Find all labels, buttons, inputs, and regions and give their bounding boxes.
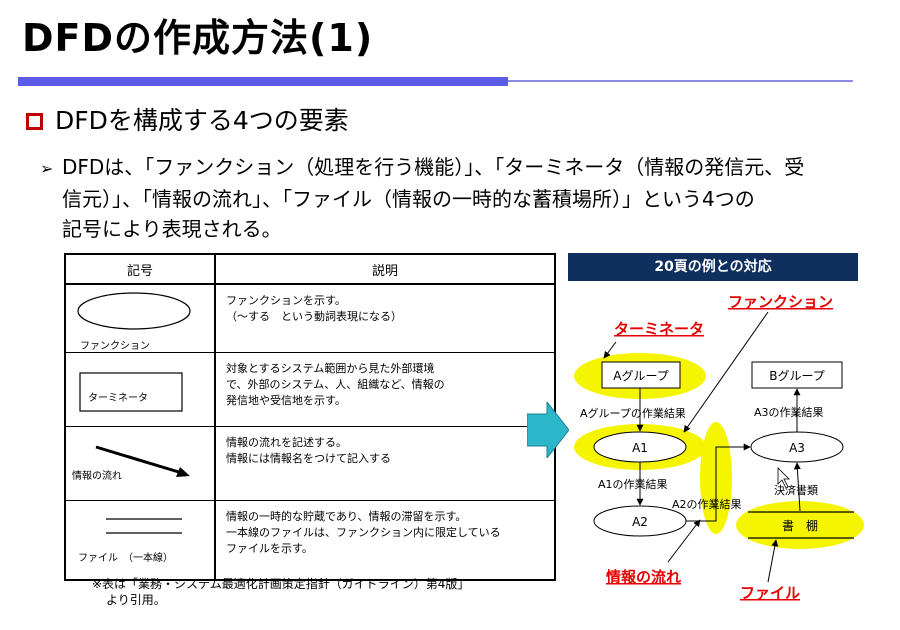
file-shelf-label: 書 棚	[782, 518, 818, 533]
terminator-group-a-label: Aグループ	[613, 369, 669, 383]
column-header-symbol: 記号	[64, 253, 216, 285]
square-bullet-icon	[26, 112, 43, 130]
flow-label-a2: A2の作業結果	[672, 497, 742, 511]
block-arrow-icon	[527, 402, 569, 458]
description-line: ファンクションを示す。	[226, 294, 346, 307]
column-header-description: 説明	[214, 253, 556, 285]
source-note-line-1: ※表は「業務・システム最適化計画策定指針（ガイドライン）第4版」	[92, 577, 470, 591]
callout-flow: 情報の流れ	[606, 568, 681, 586]
terminator-group-a	[601, 361, 681, 389]
ellipse-symbol-icon	[77, 292, 191, 330]
title-underline-thick	[18, 77, 508, 86]
symbol-cell-flow: 情報の流れ	[64, 425, 216, 501]
table-header-row: 記号 説明	[64, 253, 556, 285]
function-a3-label: A3	[789, 441, 805, 455]
bullet-line-3: 記号により表現される。	[62, 217, 282, 241]
file-lines-symbol-icon	[106, 517, 182, 534]
description-cell: 情報の流れを記述する。 情報には情報名をつけて記入する	[214, 425, 556, 501]
table-row: 情報の流れ 情報の流れを記述する。 情報には情報名をつけて記入する	[64, 425, 556, 501]
source-note-line-2: より引用。	[106, 593, 166, 607]
description-cell: 情報の一時的な貯蔵であり、情報の滞留を示す。 一本線のファイルは、ファンクション…	[214, 499, 556, 581]
section-heading: DFDを構成する4つの要素	[26, 104, 349, 138]
description-line: 情報には情報名をつけて記入する	[226, 451, 391, 465]
symbol-label: ターミネータ	[88, 392, 148, 404]
function-a1-label: A1	[632, 441, 648, 455]
arrow-bullet-icon: ➢	[40, 159, 54, 178]
function-a2-label: A2	[632, 515, 648, 529]
callout-terminator: ターミネータ	[614, 320, 704, 338]
title-underline-thin	[508, 80, 853, 82]
slide-title: DFDの作成方法(1)	[22, 16, 374, 60]
symbol-label: 情報の流れ	[72, 470, 122, 482]
bullet-paragraph: ➢ DFDは、「ファンクション（処理を行う機能）」、「ターミネータ（情報の発信元、…	[40, 152, 850, 244]
description-line: 発信地や受信地を示す。	[226, 393, 346, 407]
description-line: 情報の一時的な貯蔵であり、情報の滞留を示す。	[226, 509, 467, 523]
symbol-cell-function: ファンクション	[64, 283, 216, 353]
table-row: ファンクション ファンクションを示す。 （～する という動詞表現になる）	[64, 283, 556, 353]
description-line: 対象とするシステム範囲から見た外部環境	[226, 361, 435, 375]
description-line: （～する という動詞表現になる）	[226, 310, 402, 323]
table-row: ファイル （一本線） 情報の一時的な貯蔵であり、情報の滞留を示す。 一本線のファ…	[64, 499, 556, 581]
flow-label-a1: A1の作業結果	[598, 477, 668, 491]
flow-label-group-a: Aグループの作業結果	[580, 406, 686, 420]
callout-file: ファイル	[740, 584, 800, 602]
description-line: 一本線のファイルは、ファンクション内に限定している	[226, 525, 501, 539]
section-heading-text: DFDを構成する4つの要素	[55, 106, 349, 135]
symbol-cell-terminator: ターミネータ	[64, 351, 216, 427]
arrow-symbol-icon	[95, 445, 190, 477]
description-line: ファイルを示す。	[226, 541, 313, 555]
symbol-cell-file: ファイル （一本線）	[64, 499, 216, 581]
description-cell: 対象とするシステム範囲から見た外部環境 で、外部のシステム、人、組織など、情報の…	[214, 351, 556, 427]
flow-label-approval-docs: 決済書類	[774, 483, 818, 497]
symbol-label: ファイル （一本線）	[78, 552, 173, 564]
bullet-line-1: DFDは、「ファンクション（処理を行う機能）」、「ターミネータ（情報の発信元、受	[62, 155, 805, 179]
dfd-example-diagram: ファンクション ターミネータ 情報の流れ ファイル Aグループ Bグループ A1…	[574, 293, 864, 602]
description-line: で、外部のシステム、人、組織など、情報の	[226, 377, 445, 391]
callout-function: ファンクション	[728, 293, 833, 311]
diagram-header: 20頁の例との対応	[568, 253, 858, 281]
rectangle-symbol-icon	[79, 371, 183, 412]
highlight-file	[736, 501, 864, 549]
description-cell: ファンクションを示す。 （～する という動詞表現になる）	[214, 283, 556, 353]
description-line: 情報の流れを記述する。	[226, 435, 347, 449]
mouse-cursor-icon	[777, 467, 790, 489]
flow-label-a3: A3の作業結果	[754, 405, 824, 419]
table-row: ターミネータ 対象とするシステム範囲から見た外部環境 で、外部のシステム、人、組…	[64, 351, 556, 427]
source-note: ※表は「業務・システム最適化計画策定指針（ガイドライン）第4版」 より引用。	[92, 576, 469, 608]
symbol-table: 記号 説明 ファンクション ファンクションを示す。 （～する という動詞表現にな…	[64, 253, 556, 581]
bullet-line-2: 信元）」、「情報の流れ」、「ファイル（情報の一時的な蓄積場所）」という4つの	[62, 187, 755, 211]
terminator-group-b	[751, 361, 843, 389]
terminator-group-b-label: Bグループ	[769, 369, 825, 383]
symbol-label: ファンクション	[80, 341, 150, 352]
